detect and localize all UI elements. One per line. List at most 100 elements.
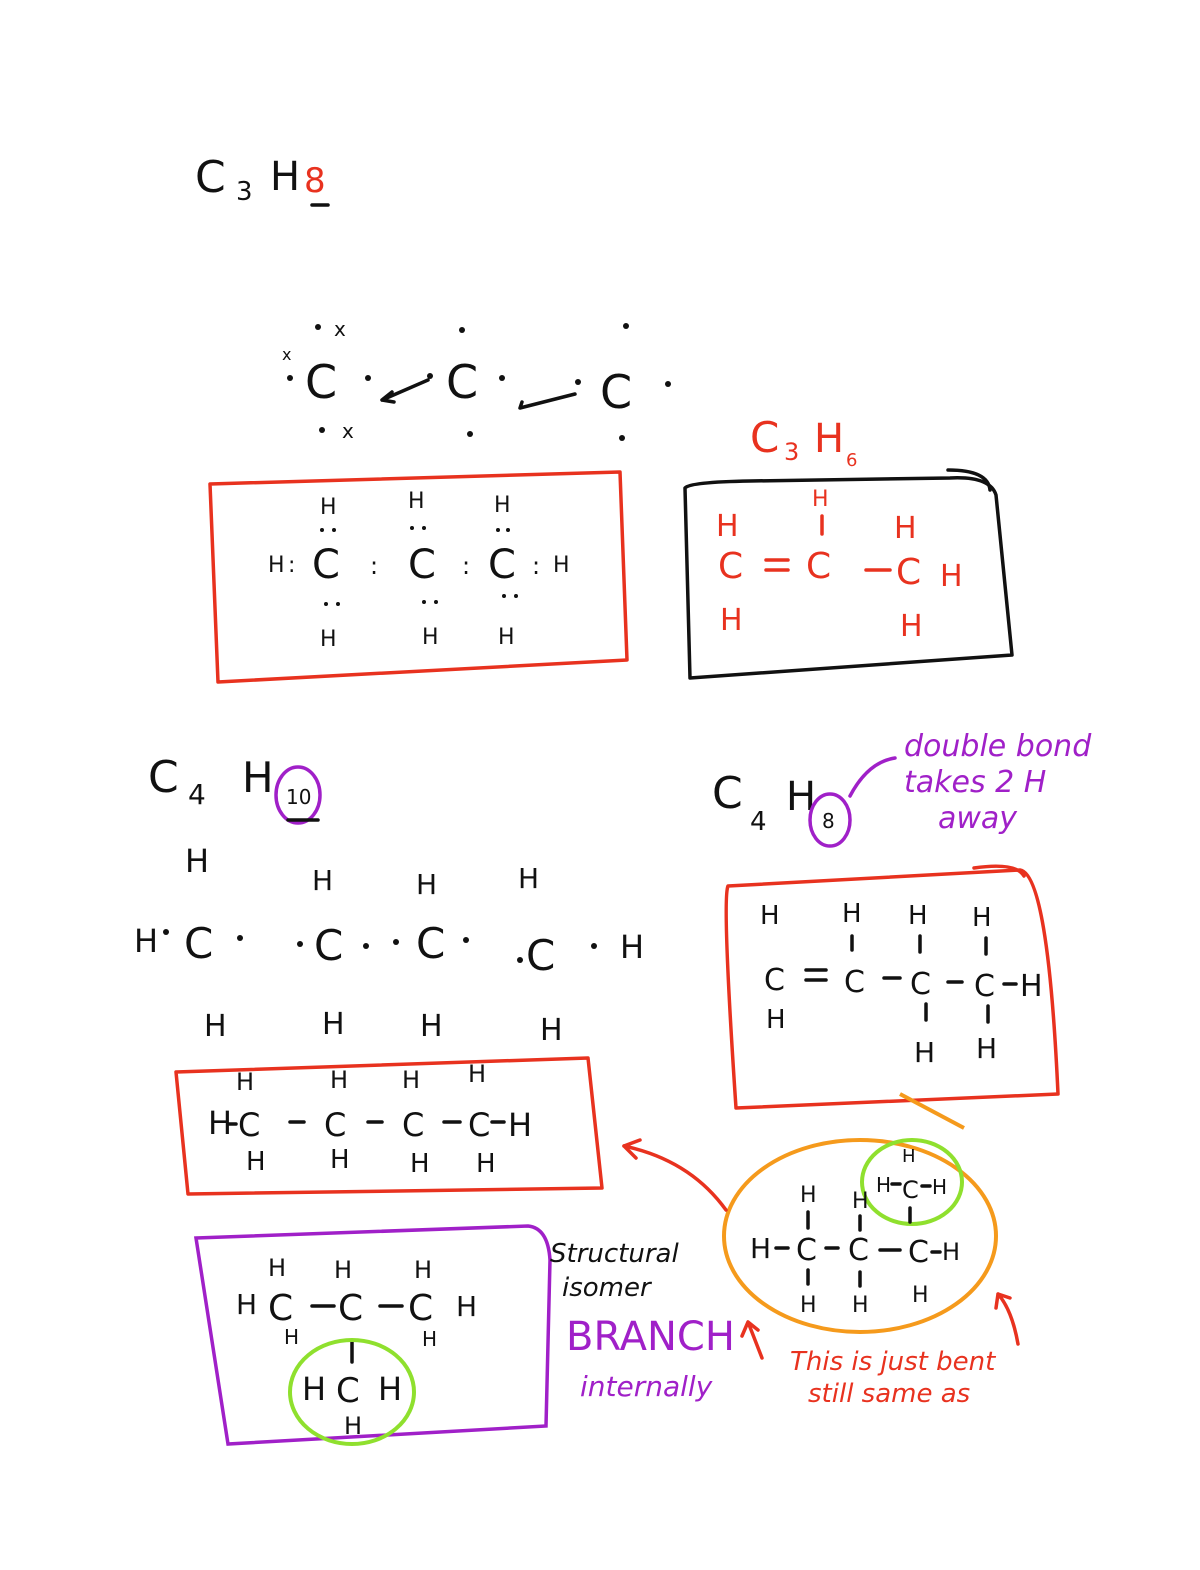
electron-dot: [434, 600, 438, 604]
atom-h: H: [976, 1032, 997, 1065]
atom-c: C: [324, 1106, 346, 1144]
electron-dot: [324, 602, 328, 606]
electron-dot: [502, 594, 506, 598]
atom-h: H: [185, 842, 209, 880]
bent-note-line-2: still same as: [808, 1379, 970, 1409]
green-circle-branch: [288, 1338, 416, 1446]
atom-h: H: [876, 1173, 891, 1197]
header-formula-h: H: [270, 154, 300, 200]
electron-dot: [467, 431, 473, 437]
atom-h: H: [508, 1106, 532, 1144]
bent-note-line-1: This is just bent: [790, 1347, 996, 1377]
atom-c: C: [974, 969, 995, 1004]
electron-dot: [237, 935, 243, 941]
butene-formula: C 4 H 8: [712, 756, 897, 848]
atom-h: H: [422, 1327, 437, 1351]
atom-h: H: [908, 901, 928, 931]
atom-h: H: [344, 1412, 362, 1440]
atom-h: H: [800, 1293, 817, 1318]
atom-c: C: [908, 1235, 929, 1270]
isomer-note-line-4: internally: [580, 1370, 713, 1403]
atom-h: H: [540, 1013, 563, 1048]
propene-formula-c: C: [750, 413, 779, 462]
arrow-up-left: [740, 1320, 764, 1360]
electron-dot: [665, 381, 671, 387]
atom-h: H: [766, 1005, 786, 1035]
header-formula-h-sub: 8: [304, 161, 326, 201]
atom-h: H: [410, 1149, 430, 1179]
atom-h: H: [852, 1293, 869, 1318]
atom-h: H: [760, 901, 780, 931]
atom-h: H: [320, 627, 337, 652]
carbon-dot-sketch: C C C x x x: [282, 317, 671, 443]
bond-colon: :: [288, 553, 295, 578]
atom-h: H: [468, 1060, 486, 1088]
electron-dot: [623, 323, 629, 329]
atom-h: H: [720, 603, 743, 638]
atom-h: H: [268, 553, 285, 578]
bent-chain-circle: H H C H H H H C C C H H H H: [722, 1092, 998, 1334]
electron-dot: [619, 435, 625, 441]
propane-lewis-box: H H H H : C : C : C : H H H H: [208, 470, 629, 684]
electron-dot: [463, 937, 469, 943]
electron-dot: [315, 324, 321, 330]
purple-pointer-line: [848, 756, 897, 798]
butane-formula: C 4 H 10: [148, 752, 322, 825]
box-corner-stroke: [972, 864, 1026, 878]
purple-box-outline: [193, 1224, 552, 1446]
atom-c: C: [910, 967, 931, 1002]
sketch-carbon-1: C: [305, 355, 337, 409]
electron-dot: [506, 528, 510, 532]
propene-formula-c-sub: 3: [784, 438, 799, 466]
atom-h: H: [553, 553, 570, 578]
atom-c: C: [796, 1233, 817, 1268]
electron-x: x: [342, 419, 354, 443]
atom-h: H: [302, 1370, 326, 1408]
electron-dot: [575, 379, 581, 385]
propene-formula-h: H: [814, 416, 844, 462]
atom-h: H: [900, 609, 923, 644]
atom-h: H: [236, 1288, 257, 1321]
butane-formula-h: H: [242, 753, 274, 802]
electron-dot: [363, 943, 369, 949]
atom-c: C: [238, 1106, 260, 1144]
atom-c: C: [408, 1288, 433, 1329]
atom-h: H: [334, 1256, 352, 1284]
atom-c: C: [848, 1233, 869, 1268]
red-arrows: [622, 1138, 1020, 1360]
atom-h: H: [204, 1009, 227, 1044]
note-line-3: away: [938, 801, 1018, 836]
propene-formula: C 3 H 6: [750, 413, 857, 471]
atom-c: C: [408, 542, 436, 588]
header-formula-c: C: [195, 152, 226, 203]
electron-dot: [427, 373, 433, 379]
atom-c: C: [718, 546, 743, 587]
atom-c: C: [336, 1371, 360, 1411]
atom-h: H: [716, 509, 739, 544]
atom-h: H: [312, 864, 333, 897]
purple-circle-10: [274, 765, 322, 825]
atom-h: H: [414, 1256, 432, 1284]
electron-dot: [332, 528, 336, 532]
electron-x: x: [282, 345, 291, 364]
isomer-note-line-2: isomer: [562, 1273, 653, 1303]
electron-dot: [517, 957, 523, 963]
atom-h: H: [914, 1036, 935, 1069]
electron-dot: [297, 941, 303, 947]
atom-h: H: [852, 1189, 869, 1214]
bond-colon: :: [532, 552, 540, 580]
electron-dot: [336, 602, 340, 606]
atom-c: C: [526, 931, 555, 980]
atom-h: H: [1020, 969, 1043, 1004]
butane-dot-sketch: H H H H H C C C C H H H H H: [134, 842, 644, 1048]
butene-formula-c: C: [712, 768, 743, 819]
butane-structure-box: H H H H H C C C C H H H H H: [174, 1056, 604, 1196]
atom-h: H: [420, 1009, 443, 1044]
atom-c: C: [468, 1106, 490, 1144]
electron-x: x: [334, 317, 346, 341]
header-formula-c-sub: 3: [236, 177, 253, 207]
box-corner-stroke: [946, 468, 992, 492]
isomer-note: Structural isomer BRANCH internally: [550, 1239, 735, 1403]
propene-structure-box: H H H C C C H H H: [683, 468, 1014, 680]
atom-h: H: [912, 1283, 929, 1308]
